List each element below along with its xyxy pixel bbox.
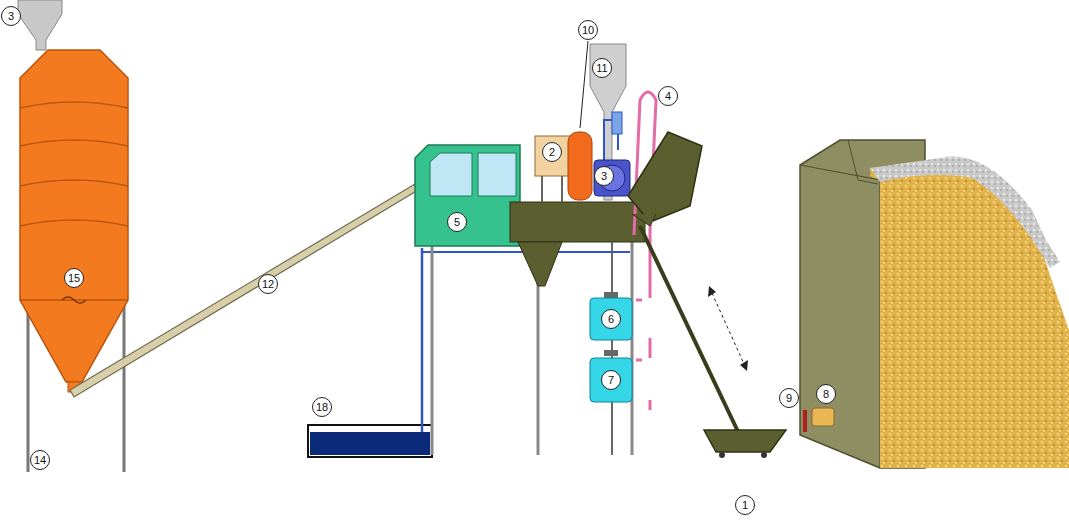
water <box>310 432 430 455</box>
mixer-platform <box>510 202 645 242</box>
callout-number: 6 <box>601 309 621 329</box>
cab-window <box>478 153 516 196</box>
water-meter <box>612 112 622 134</box>
additive-tank <box>590 358 632 402</box>
silo-screw-mark <box>62 297 86 303</box>
cement-funnel <box>590 44 626 200</box>
callout-number: 1 <box>735 495 755 515</box>
leader-line <box>580 41 588 128</box>
support-post <box>631 240 634 455</box>
water-pump <box>594 160 630 196</box>
water-tank <box>308 425 432 457</box>
operator-cab <box>415 145 520 246</box>
callout-number: 8 <box>816 384 836 404</box>
cab-window <box>430 153 472 196</box>
aggregate-pile <box>870 159 1069 468</box>
silo-feed-funnel <box>18 0 62 50</box>
screw-conveyor <box>70 175 433 397</box>
callout-number: 11 <box>592 58 612 78</box>
gate-actuator <box>803 410 807 432</box>
stone-pile <box>870 157 1060 268</box>
callout-number: 12 <box>258 274 278 294</box>
support-post <box>431 245 434 455</box>
callout-number: 3 <box>594 166 614 186</box>
silo-band <box>20 102 128 300</box>
callout-number: 2 <box>542 142 562 162</box>
callout-number: 3 <box>1 6 21 26</box>
callout-number: 10 <box>578 20 598 40</box>
additive-tank <box>568 132 592 200</box>
discharge-cone <box>518 242 562 286</box>
bin-gate <box>812 408 834 426</box>
skip-bucket <box>704 430 786 452</box>
callout-number: 15 <box>64 268 84 288</box>
silo-leg <box>123 290 126 472</box>
callout-number: 18 <box>312 397 332 417</box>
skip-track <box>640 226 742 440</box>
water-pipe <box>421 248 424 432</box>
callout-number: 4 <box>658 86 678 106</box>
callout-number: 9 <box>779 388 799 408</box>
additive-tank <box>590 298 632 340</box>
travel-arrow <box>712 293 744 364</box>
cement-silo <box>20 50 128 382</box>
mixer-drum <box>628 132 702 222</box>
callout-number: 5 <box>447 212 467 232</box>
control-box <box>535 136 570 176</box>
callout-number: 14 <box>30 450 50 470</box>
callout-number: 7 <box>601 370 621 390</box>
